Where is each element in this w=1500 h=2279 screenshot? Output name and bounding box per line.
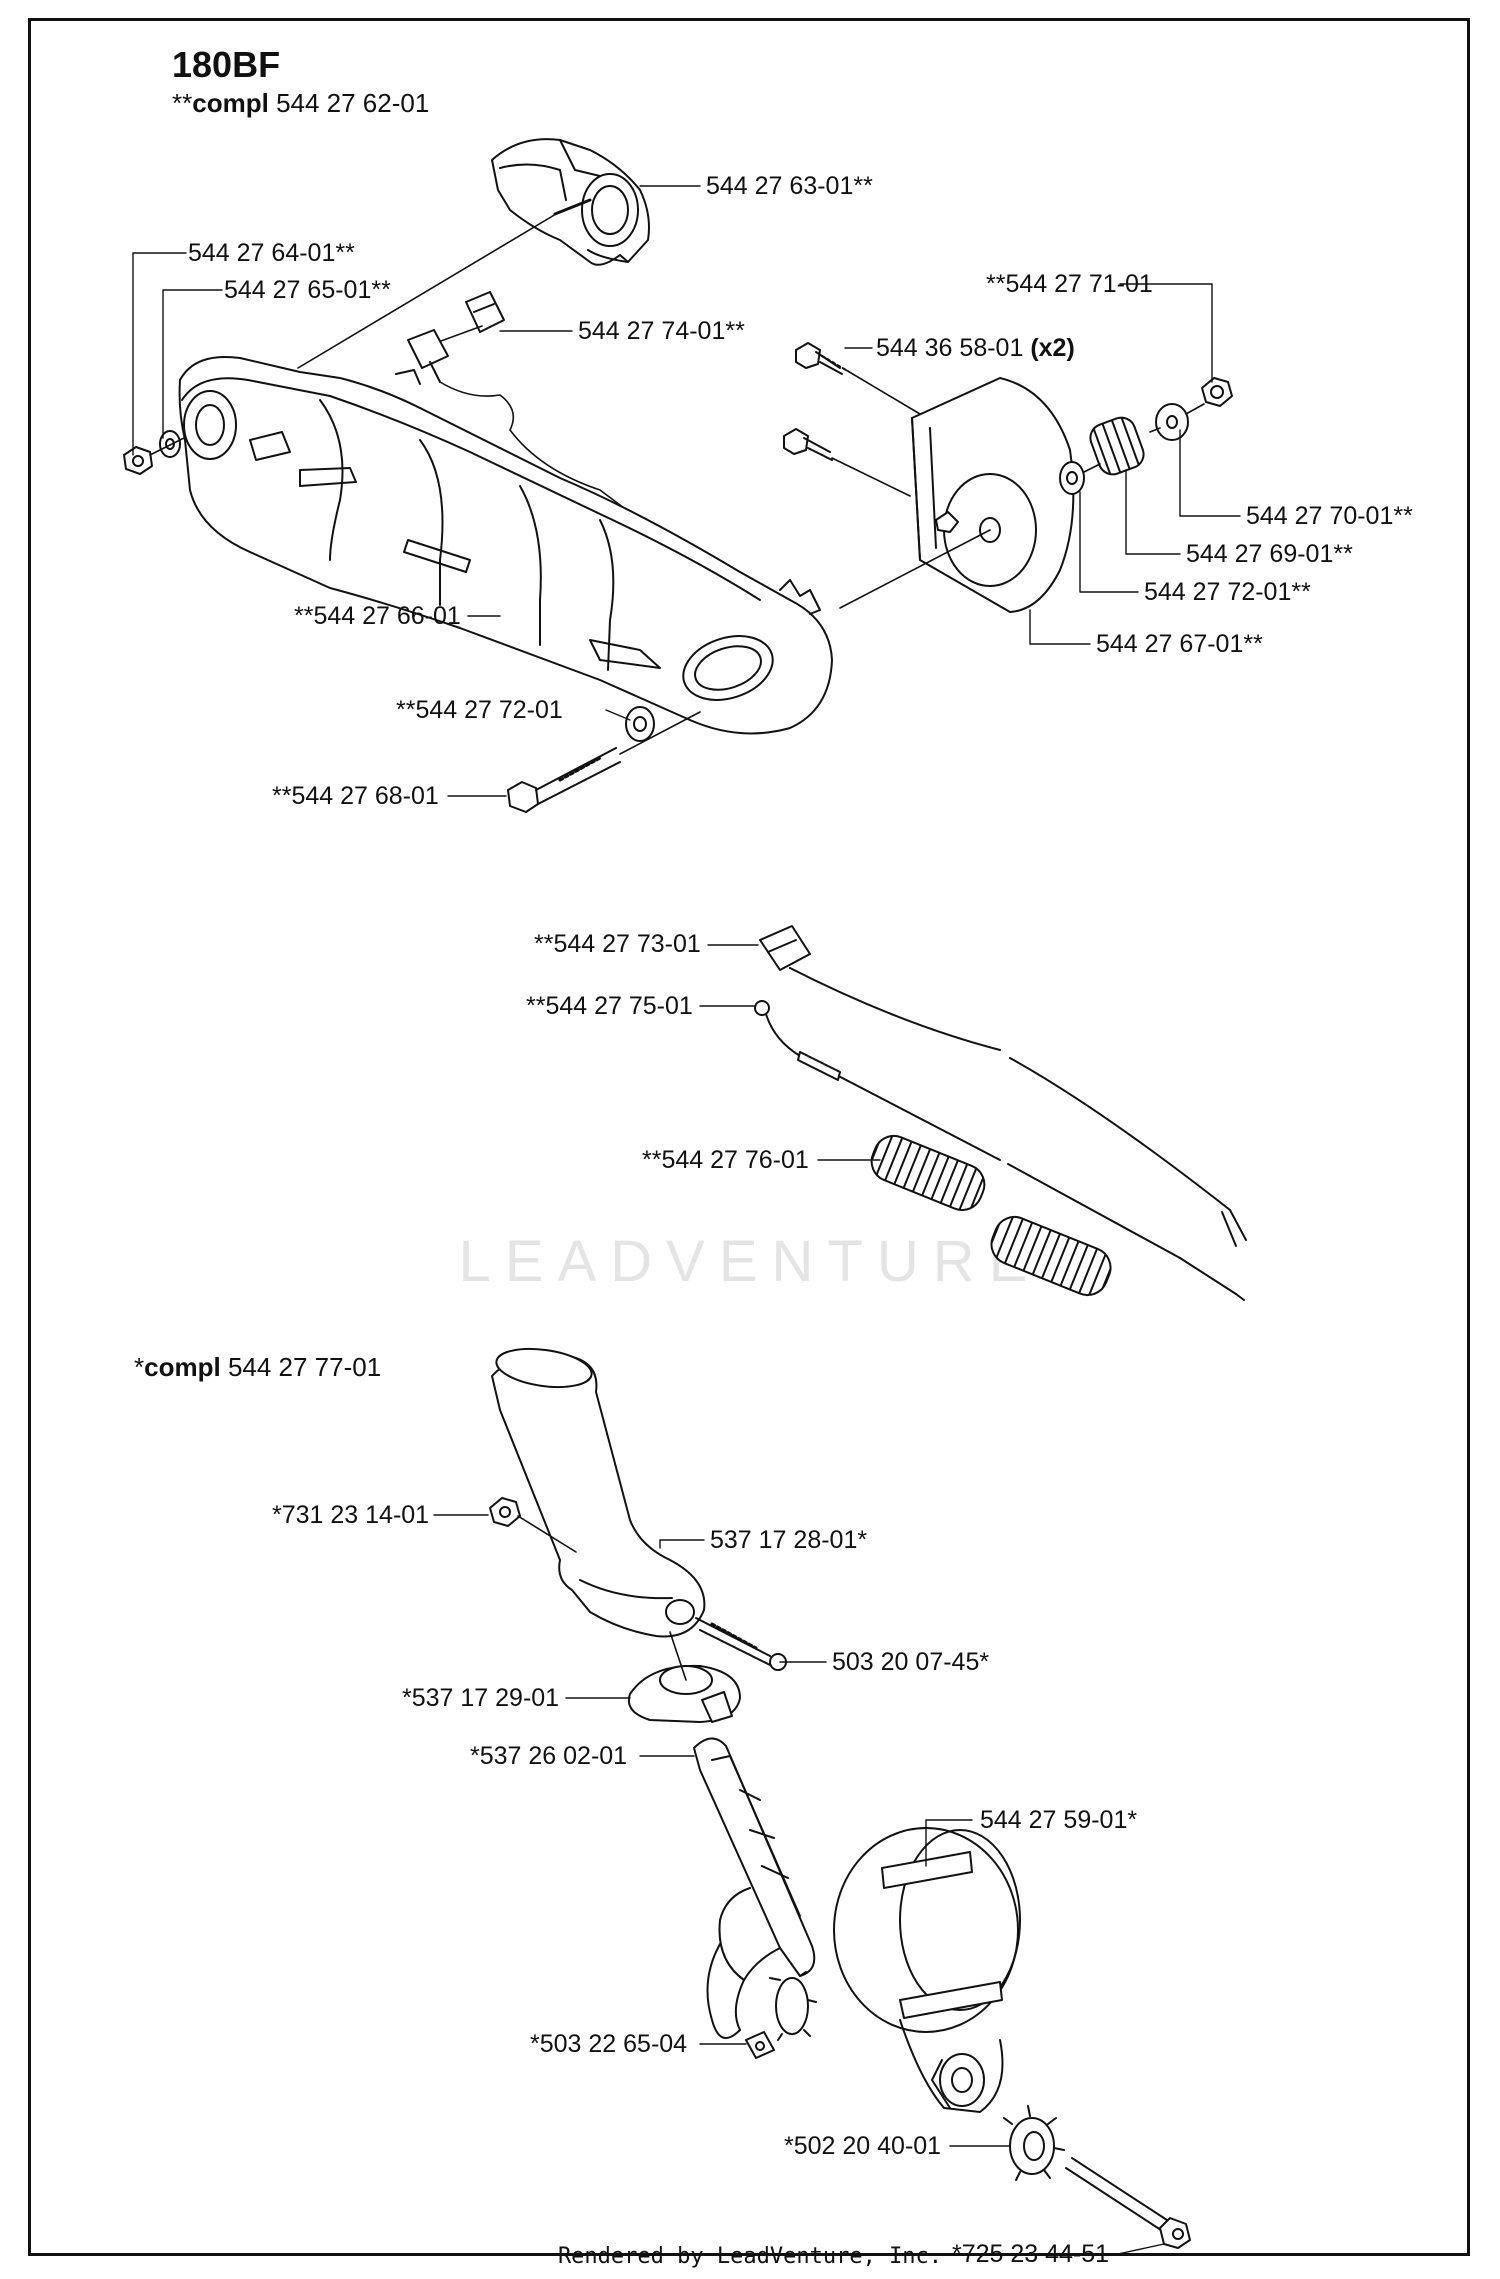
screws-drawing [783,342,921,497]
part-label-544-27-75-01: **544 27 75-01 [526,992,693,1020]
spring-stack-drawing [1059,377,1233,495]
bottom-assembly-number: 544 27 77-01 [227,1352,382,1382]
part-label-544-27-73-01: **544 27 73-01 [534,930,701,958]
watermark-text: LEADVENTURE [458,1229,1042,1294]
bottom-assembly-prefix: * [134,1352,145,1382]
grip-drawing [491,1347,787,1671]
part-label-502-20-40-01: *502 20 40-01 [784,2132,942,2160]
part-label-544-27-68-01: **544 27 68-01 [272,782,439,810]
clamp-part-drawing [491,138,650,266]
square-nut-drawing [745,2031,775,2059]
part-label-537-26-02-01: *537 26 02-01 [470,1742,628,1770]
quantity-x2: (x2) [1030,334,1075,362]
bottom-assembly-word: compl [144,1352,221,1382]
connector-part-drawing [429,291,505,346]
top-leader-lines [132,185,1241,797]
part-label-503-22-65-04: *503 22 65-04 [530,2030,688,2058]
part-label-503-20-07-45: 503 20 07-45* [832,1648,990,1676]
clamp-ring-drawing [628,1631,741,1723]
bottom-leader-lines [433,1514,1165,2255]
part-label-544-27-64-01: 544 27 64-01** [188,239,355,267]
part-label-537-17-28-01: 537 17 28-01* [710,1526,868,1554]
bracket-drawing [833,1827,1021,2113]
part-label-537-17-29-01: *537 17 29-01 [402,1684,560,1712]
top-assembly-label: **compl 544 27 62-01 [172,88,429,119]
top-assembly-prefix: ** [172,88,193,118]
part-label-544-27-63-01: 544 27 63-01** [706,172,873,200]
part-label-544-27-67-01: 544 27 67-01** [1096,630,1263,658]
part-label-544-27-72-01-lower: **544 27 72-01 [396,696,563,724]
top-assembly-word: compl [192,88,269,118]
part-label-544-27-74-01: 544 27 74-01** [578,317,745,345]
arm-housing-drawing [178,356,833,735]
part-label-731-23-14-01: *731 23 14-01 [272,1501,430,1529]
model-title: 180BF [172,44,281,85]
render-credit-footer: Rendered by LeadVenture, Inc. [557,2244,943,2269]
part-label-544-27-72-01-upper: 544 27 72-01** [1144,578,1311,606]
long-bolt-drawing [1065,2157,1191,2249]
part-label-544-27-71-01: **544 27 71-01 [986,270,1153,298]
pinion-gear-drawing [1003,2105,1065,2181]
gear-cover-drawing [911,377,1075,613]
nut-washer-left-drawing [123,430,185,475]
part-label-544-27-66-01: **544 27 66-01 [294,602,461,630]
part-label-544-36-58-01: 544 36 58-01 (x2) [876,334,1075,362]
bolt-washer-drawing [507,706,701,813]
diagram-frame [28,18,1470,2256]
part-label-725-23-44-51: *725 23 44-51 [952,2240,1110,2268]
small-nut-drawing [489,1497,577,1553]
part-label-544-27-70-01: 544 27 70-01** [1246,502,1413,530]
part-label-544-27-69-01: 544 27 69-01** [1186,540,1353,568]
shaft-drawing [693,1737,817,2041]
cable-leader-lines [699,944,881,1161]
switch-wire-drawing [395,329,641,521]
top-assembly-number: 544 27 62-01 [276,88,430,118]
cable-set-drawing [754,925,1247,1301]
part-number-544-36-58-01: 544 36 58-01 [876,334,1024,362]
part-label-544-27-65-01: 544 27 65-01** [224,276,391,304]
bottom-assembly-label: *compl 544 27 77-01 [134,1352,381,1383]
part-label-544-27-59-01: 544 27 59-01* [980,1806,1138,1834]
part-label-544-27-76-01: **544 27 76-01 [642,1146,809,1174]
